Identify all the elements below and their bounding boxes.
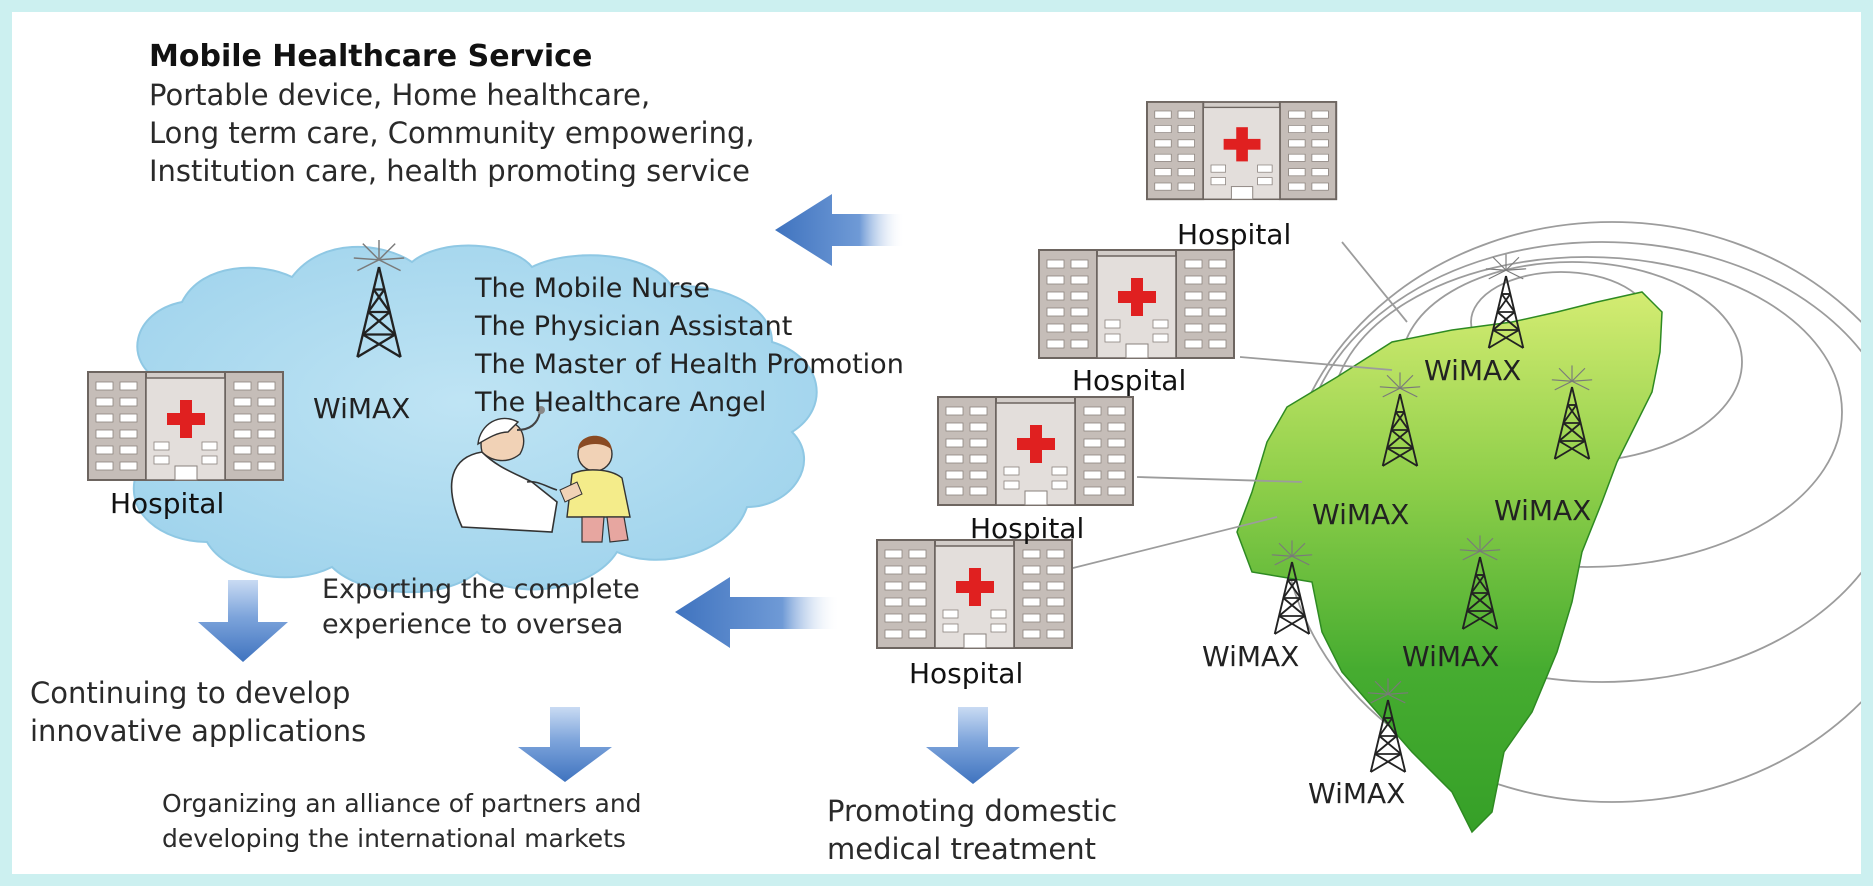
hospital-icon [87, 371, 284, 481]
diagram-svg [87, 101, 1861, 834]
taiwan-map [1236, 291, 1663, 834]
wimax-label: WiMAX [1308, 777, 1406, 810]
hospital-icon [1038, 249, 1235, 359]
outcome-continuing: Continuing to develop [30, 676, 351, 710]
blue-arrow-icon [675, 577, 840, 648]
service-line: Portable device, Home healthcare, [149, 78, 651, 112]
service-line: Long term care, Community empowering, [149, 116, 755, 150]
service-line: Institution care, health promoting servi… [149, 154, 751, 188]
wimax-label: WiMAX [1202, 640, 1300, 673]
wimax-label: WiMAX [1402, 640, 1500, 673]
connection-lines [1056, 241, 1408, 573]
role-item: The Mobile Nurse [475, 273, 711, 304]
service-cloud [106, 244, 818, 594]
role-item: The Healthcare Angel [475, 387, 767, 418]
outcome-alliance: Organizing an alliance of partners and [162, 789, 642, 818]
outcome-domestic: Promoting domestic [827, 794, 1118, 828]
outcome-domestic: medical treatment [827, 832, 1097, 866]
wimax-label: WiMAX [1424, 354, 1522, 387]
hospital-icon [1146, 101, 1338, 201]
hospital-label: Hospital [1177, 218, 1292, 251]
antenna-label: WiMAX [313, 392, 411, 425]
outcome-alliance: developing the international markets [162, 824, 626, 853]
hospital-icon [937, 396, 1134, 506]
outcome-continuing: innovative applications [30, 714, 367, 748]
export-text: experience to oversea [322, 609, 624, 640]
role-item: The Physician Assistant [475, 311, 793, 342]
diagram-canvas: Mobile Healthcare Service Portable devic… [12, 12, 1861, 874]
nurse-child-illustration [450, 406, 631, 543]
wimax-label: WiMAX [1494, 494, 1592, 527]
service-title: Mobile Healthcare Service [149, 39, 593, 74]
blue-arrow-icon [926, 707, 1020, 784]
hospital-icon [876, 539, 1073, 649]
hospital-label: Hospital [909, 657, 1024, 690]
hospital-label: Hospital [970, 512, 1085, 545]
wimax-label: WiMAX [1312, 498, 1410, 531]
hospital-label: Hospital [110, 487, 225, 520]
blue-arrow-icon [775, 194, 905, 266]
export-text: Exporting the complete [322, 574, 640, 605]
blue-arrow-icon [518, 707, 612, 782]
hospital-label: Hospital [1072, 364, 1187, 397]
role-item: The Master of Health Promotion [475, 349, 904, 380]
blue-arrow-icon [198, 580, 288, 662]
